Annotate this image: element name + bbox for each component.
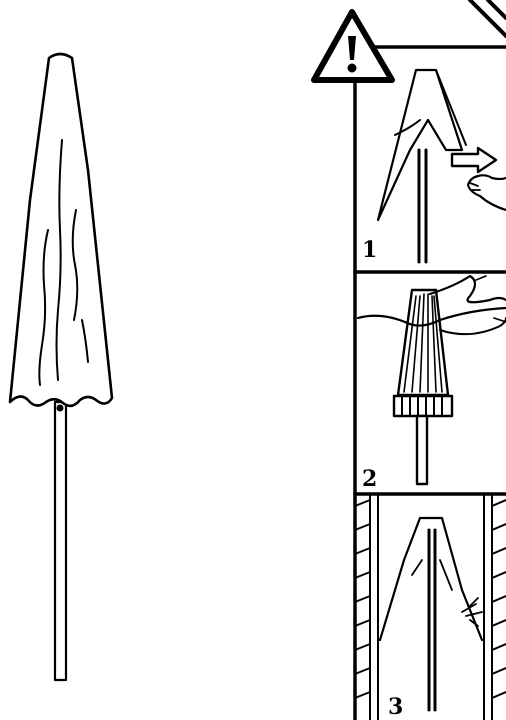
covered-umbrella: [10, 54, 112, 680]
arrow-right-icon: [452, 148, 496, 172]
branch: [430, 276, 506, 302]
umbrella-cover: [10, 54, 112, 406]
snag-icon: [462, 598, 482, 626]
step-1-illustration: [378, 70, 506, 262]
step-2-number: 2: [362, 466, 377, 492]
step-2-pole: [417, 416, 427, 484]
hand-icon: [468, 175, 506, 210]
pole-joint: [57, 405, 63, 411]
step-1-number: 1: [362, 237, 377, 263]
step-3-illustration: [355, 494, 506, 720]
step-2-illustration: [358, 276, 506, 484]
step-3-number: 3: [388, 694, 403, 720]
step-3-canopy: [380, 518, 482, 640]
umbrella-pole: [55, 402, 66, 680]
warning-panel: 1 2: [314, 0, 506, 720]
right-wall: [484, 494, 506, 720]
corner-mark: [470, 0, 506, 36]
branch: [440, 318, 506, 334]
left-wall: [355, 494, 378, 720]
